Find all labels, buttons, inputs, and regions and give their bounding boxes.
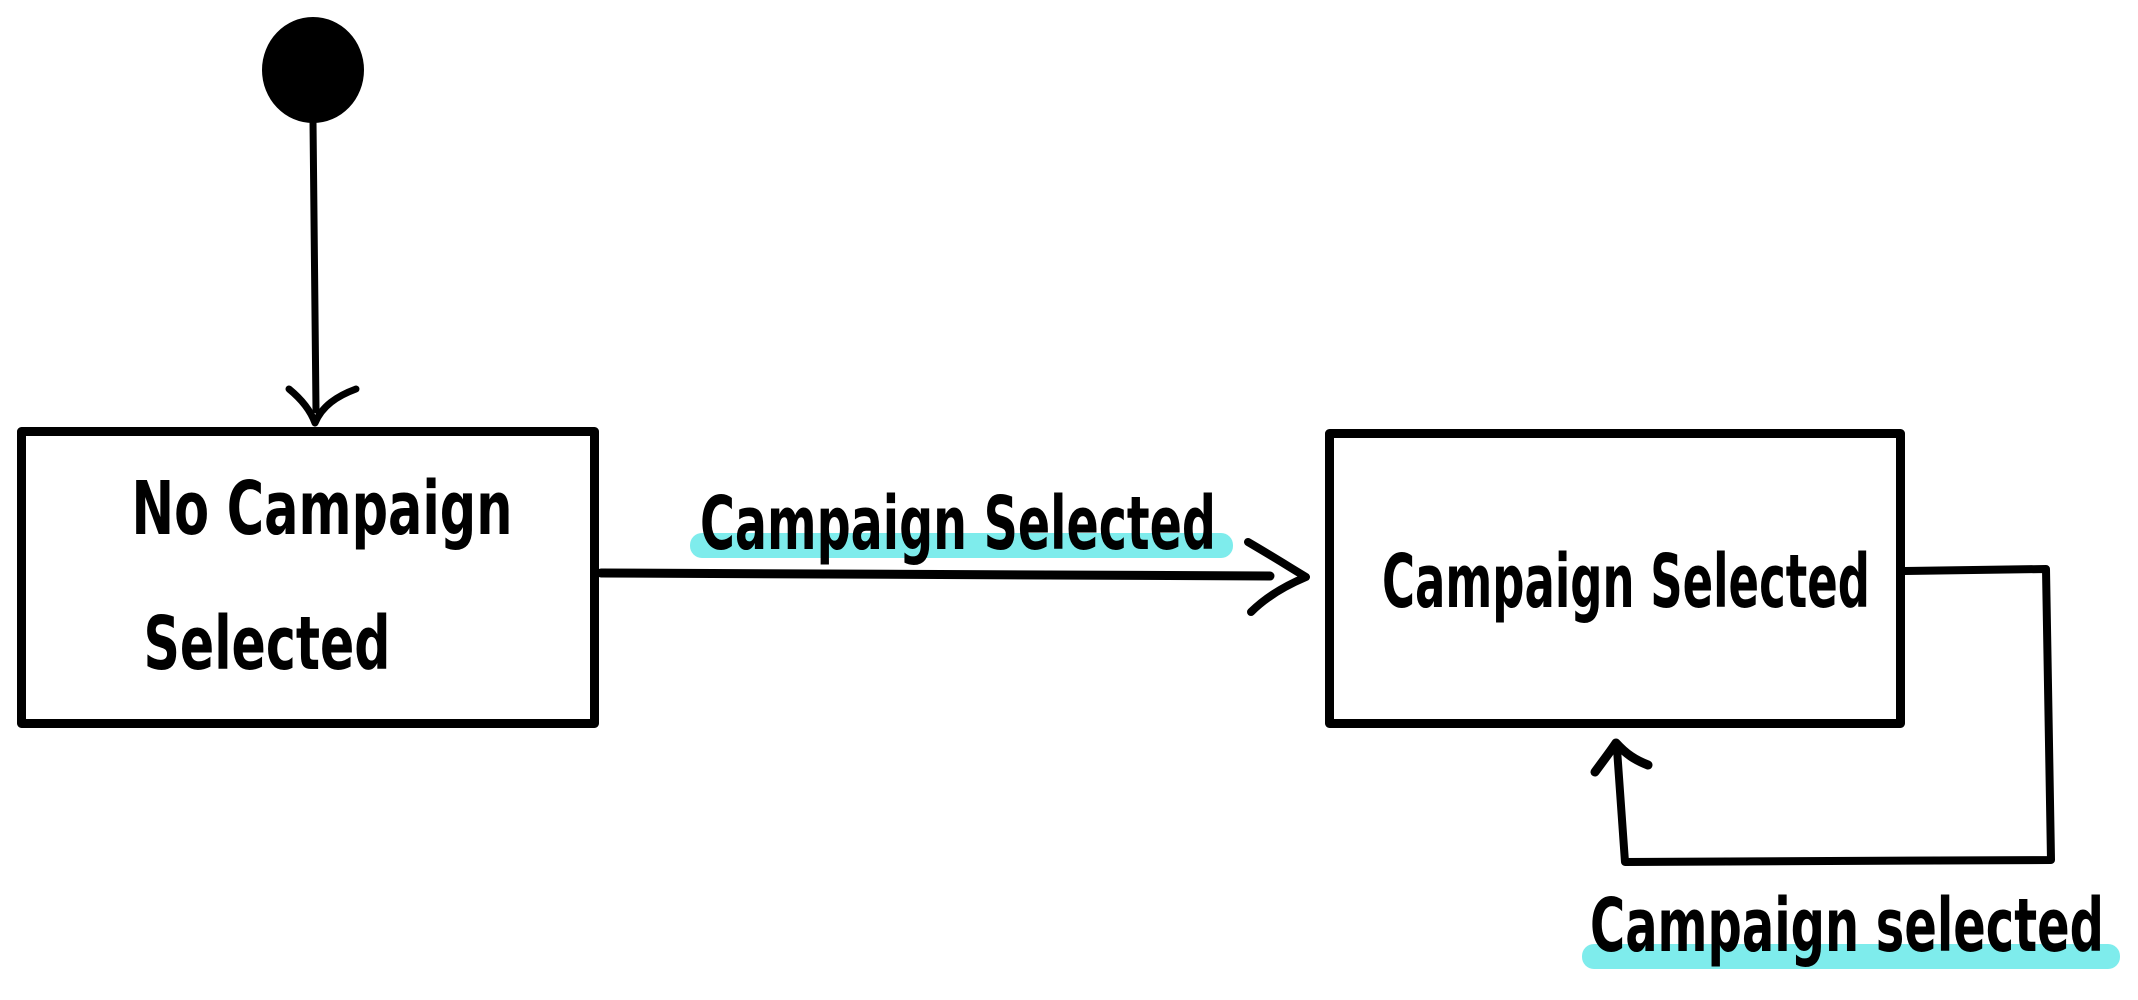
label-layer: No Campaign Selected Campaign Selected C…: [132, 466, 2105, 969]
highlighter-mark-select-transition: [690, 533, 1233, 558]
select-transition-label: Campaign Selected: [700, 481, 1216, 567]
state-campaign-selected: [1325, 429, 1905, 728]
state-campaign-selected-label: Campaign Selected: [1382, 539, 1870, 625]
ink-layer: [17, 17, 2055, 866]
highlighter-mark-reselect-transition: [1582, 944, 2120, 969]
select-transition-arrowhead-icon: [1244, 538, 1310, 616]
start-transition-arrowhead-icon: [285, 385, 360, 427]
start-transition-line: [309, 117, 320, 414]
self-loop-line: [1613, 565, 2055, 866]
state-no-campaign-selected-label-line2: Selected: [144, 601, 391, 687]
self-loop-transition-label: Campaign selected: [1590, 883, 2104, 969]
state-no-campaign-selected-label-line1: No Campaign: [132, 466, 513, 552]
state-no-campaign-selected: [17, 427, 599, 728]
initial-state-marker: [262, 17, 364, 123]
select-transition-line: [596, 568, 1275, 581]
self-loop-arrowhead-icon: [1590, 738, 1653, 777]
